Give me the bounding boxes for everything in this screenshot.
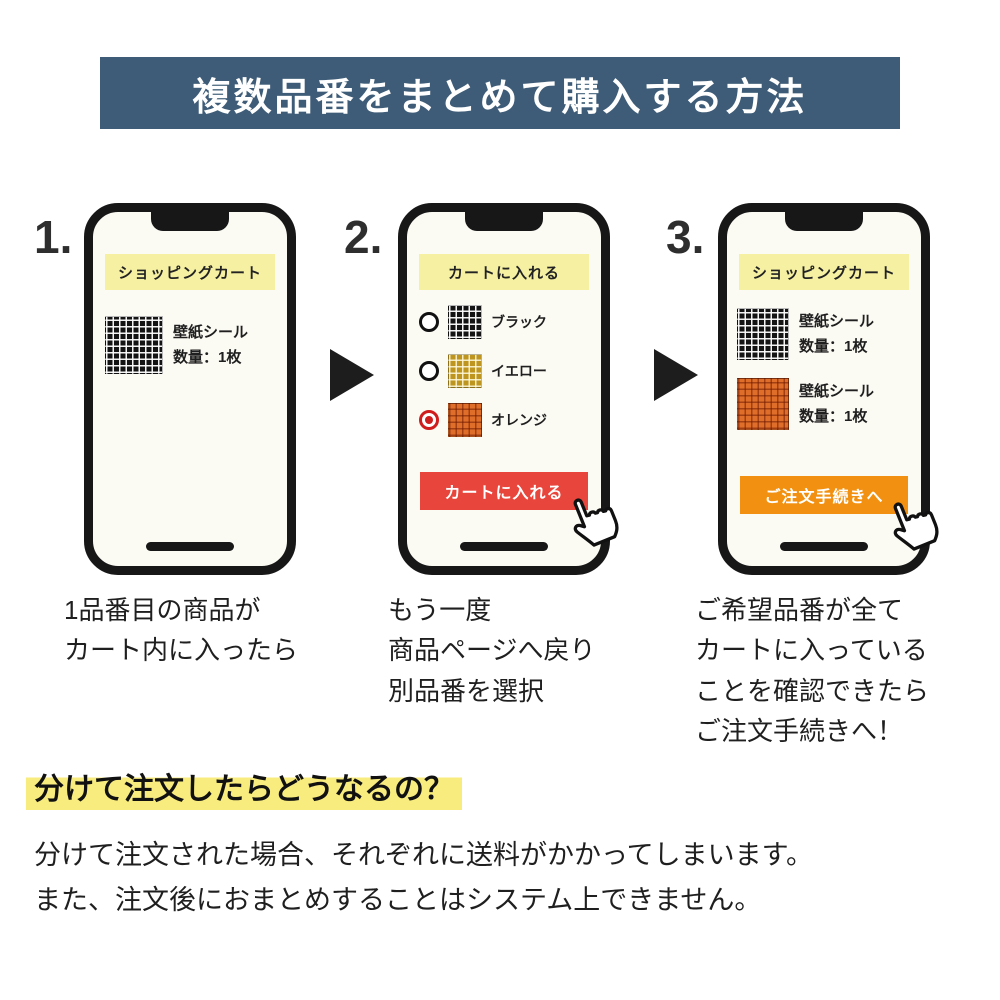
color-option-yellow[interactable]: イエロー <box>419 354 589 388</box>
phone-notch <box>465 211 543 231</box>
qa-heading: 分けて注文したらどうなるの？ <box>26 762 462 810</box>
option-label: オレンジ <box>491 412 547 428</box>
cart-screen-header: ショッピングカート <box>739 254 909 290</box>
step-1-number: 1. <box>34 211 73 263</box>
checkout-button[interactable]: ご注文手続きへ <box>740 476 939 551</box>
cart-item: 壁紙シール 数量：1枚 <box>105 316 275 374</box>
product-swatch-black <box>737 308 789 360</box>
product-name: 壁紙シール <box>799 312 875 330</box>
cart-item-text: 壁紙シール 数量：1枚 <box>799 379 874 430</box>
color-option-black[interactable]: ブラック <box>419 305 589 339</box>
phone-step-3: ショッピングカート 壁紙シール 数量：1枚 壁紙シール 数量：1枚 ご注文手続き… <box>718 203 939 575</box>
qa-body-line-1: 分けて注文された場合、それぞれに送料がかかってしまいます。 <box>34 840 813 870</box>
option-label: イエロー <box>491 363 547 379</box>
step-2-caption: もう一度 商品ページへ戻り 別品番を選択 <box>388 595 596 706</box>
page-title: 複数品番をまとめて購入する方法 <box>192 76 808 119</box>
phone-notch <box>151 211 229 231</box>
checkout-button-label: ご注文手続きへ <box>764 489 884 506</box>
step-3-number: 3. <box>666 211 705 263</box>
color-option-orange[interactable]: オレンジ <box>419 403 589 437</box>
phone-home-indicator <box>146 542 234 551</box>
hand-cursor-icon <box>893 502 939 551</box>
product-swatch-black <box>105 316 163 374</box>
product-name: 壁紙シール <box>173 323 249 341</box>
step-2-number: 2. <box>344 211 383 263</box>
phone-step-2: カートに入れる ブラック イエロー オレンジ カートに入れる <box>398 203 619 575</box>
hand-cursor-icon <box>573 498 619 547</box>
phone-home-indicator <box>460 542 548 551</box>
product-qty: 数量：1枚 <box>173 349 242 366</box>
option-swatch-yellow <box>448 354 482 388</box>
title-banner: 複数品番をまとめて購入する方法 <box>100 57 900 129</box>
cart-item: 壁紙シール 数量：1枚 <box>737 308 911 360</box>
phone-step-1: ショッピングカート 壁紙シール 数量：1枚 <box>84 203 296 575</box>
arrow-right-icon <box>654 349 698 401</box>
cart-item: 壁紙シール 数量：1枚 <box>737 378 911 430</box>
add-to-cart-button-label: カートに入れる <box>444 485 564 502</box>
radio-unselected-icon[interactable] <box>419 361 439 381</box>
product-qty: 数量：1枚 <box>799 338 868 355</box>
product-qty: 数量：1枚 <box>799 408 868 425</box>
cart-item-text: 壁紙シール 数量：1枚 <box>799 309 874 360</box>
step-3-caption: ご希望品番が全て カートに入っている ことを確認できたら ご注文手続きへ！ <box>695 595 930 746</box>
option-swatch-orange <box>448 403 482 437</box>
phone-home-indicator <box>780 542 868 551</box>
radio-selected-icon[interactable] <box>419 410 439 430</box>
option-swatch-black <box>448 305 482 339</box>
cart-screen-header: ショッピングカート <box>105 254 275 290</box>
add-to-cart-screen-header: カートに入れる <box>419 254 589 290</box>
product-name: 壁紙シール <box>799 382 875 400</box>
qa-body-line-2: また、注文後におまとめすることはシステム上できません。 <box>34 885 762 915</box>
add-to-cart-button[interactable]: カートに入れる <box>420 472 619 547</box>
phone-notch <box>785 211 863 231</box>
option-label: ブラック <box>491 314 547 330</box>
product-swatch-orange <box>737 378 789 430</box>
radio-unselected-icon[interactable] <box>419 312 439 332</box>
arrow-right-icon <box>330 349 374 401</box>
cart-item-text: 壁紙シール 数量：1枚 <box>173 320 248 371</box>
step-1-caption: 1品番目の商品が カート内に入ったら <box>64 595 299 666</box>
